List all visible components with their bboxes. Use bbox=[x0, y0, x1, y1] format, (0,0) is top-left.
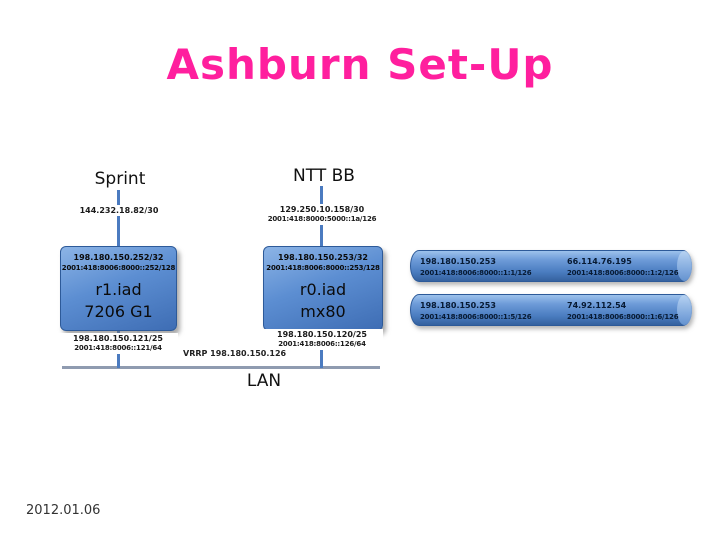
r0-lan-ipv6: 2001:418:8006::126/64 bbox=[278, 340, 366, 349]
slide-date: 2012.01.06 bbox=[26, 503, 101, 518]
r0-loopback-ipv4: 198.180.150.253/32 bbox=[278, 253, 368, 262]
r1-lan-ipv6: 2001:418:8006::121/64 bbox=[74, 344, 162, 353]
uplink-line-sprint bbox=[117, 190, 120, 246]
r0-loopback-ipv6: 2001:418:8006:8000::253/128 bbox=[266, 263, 380, 272]
router-box-r0: 198.180.150.253/32 2001:418:8006:8000::2… bbox=[263, 246, 383, 331]
tunnel-1-local-endpoint: 198.180.150.253 2001:418:8006:8000::1:1/… bbox=[420, 256, 532, 279]
lan-bus-line bbox=[62, 366, 380, 369]
uplink-address-ntt: 129.250.10.158/30 2001:418:8000:5000::1a… bbox=[252, 204, 392, 225]
tunnel-1-local-ipv4: 198.180.150.253 bbox=[420, 257, 496, 266]
r0-hostname: r0.iad bbox=[299, 280, 347, 300]
tunnel-1-remote-ipv4: 66.114.76.195 bbox=[567, 257, 632, 266]
tunnel-1-local-ipv6: 2001:418:8006:8000::1:1/126 bbox=[420, 269, 532, 277]
r1-lan-ipv4: 198.180.150.121/25 bbox=[73, 334, 163, 343]
tunnel-1-remote-endpoint: 66.114.76.195 2001:418:8006:8000::1:2/12… bbox=[567, 256, 679, 279]
isp-label-sprint: Sprint bbox=[94, 169, 146, 189]
r1-loopback-ipv6: 2001:418:8006:8000::252/128 bbox=[61, 263, 176, 272]
tunnel-cylinder-2: 198.180.150.253 2001:418:8006:8000::1:5/… bbox=[410, 294, 692, 326]
router-box-r1: 198.180.150.252/32 2001:418:8006:8000::2… bbox=[60, 246, 177, 331]
tunnel-2-local-ipv4: 198.180.150.253 bbox=[420, 301, 496, 310]
lan-address-r1: 198.180.150.121/25 2001:418:8006::121/64 bbox=[58, 333, 178, 354]
lan-address-r0: 198.180.150.120/25 2001:418:8006::126/64 bbox=[261, 329, 383, 350]
r1-hostname: r1.iad bbox=[95, 280, 142, 300]
tunnel-2-local-ipv6: 2001:418:8006:8000::1:5/126 bbox=[420, 313, 532, 321]
tunnel-2-remote-endpoint: 74.92.112.54 2001:418:8006:8000::1:6/126 bbox=[567, 300, 679, 323]
tunnel-2-remote-ipv4: 74.92.112.54 bbox=[567, 301, 627, 310]
isp-label-ntt: NTT BB bbox=[293, 166, 355, 186]
tunnel-2-local-endpoint: 198.180.150.253 2001:418:8006:8000::1:5/… bbox=[420, 300, 532, 323]
tunnel-2-remote-ipv6: 2001:418:8006:8000::1:6/126 bbox=[567, 313, 679, 321]
r1-model: 7206 G1 bbox=[84, 302, 153, 322]
slide-title: Ashburn Set-Up bbox=[166, 40, 554, 89]
uplink-ipv4-ntt: 129.250.10.158/30 bbox=[279, 205, 365, 214]
uplink-address-sprint: 144.232.18.82/30 bbox=[60, 205, 178, 217]
uplink-ipv4-sprint: 144.232.18.82/30 bbox=[79, 206, 159, 215]
tunnel-cylinder-1: 198.180.150.253 2001:418:8006:8000::1:1/… bbox=[410, 250, 692, 282]
r1-loopback-ipv4: 198.180.150.252/32 bbox=[73, 253, 164, 262]
r0-lan-ipv4: 198.180.150.120/25 bbox=[277, 330, 367, 339]
r0-model: mx80 bbox=[300, 302, 346, 322]
uplink-ipv6-ntt: 2001:418:8000:5000::1a/126 bbox=[267, 215, 377, 224]
lan-label: LAN bbox=[246, 371, 282, 391]
vrrp-label: VRRP 198.180.150.126 bbox=[183, 349, 287, 358]
tunnel-1-remote-ipv6: 2001:418:8006:8000::1:2/126 bbox=[567, 269, 679, 277]
